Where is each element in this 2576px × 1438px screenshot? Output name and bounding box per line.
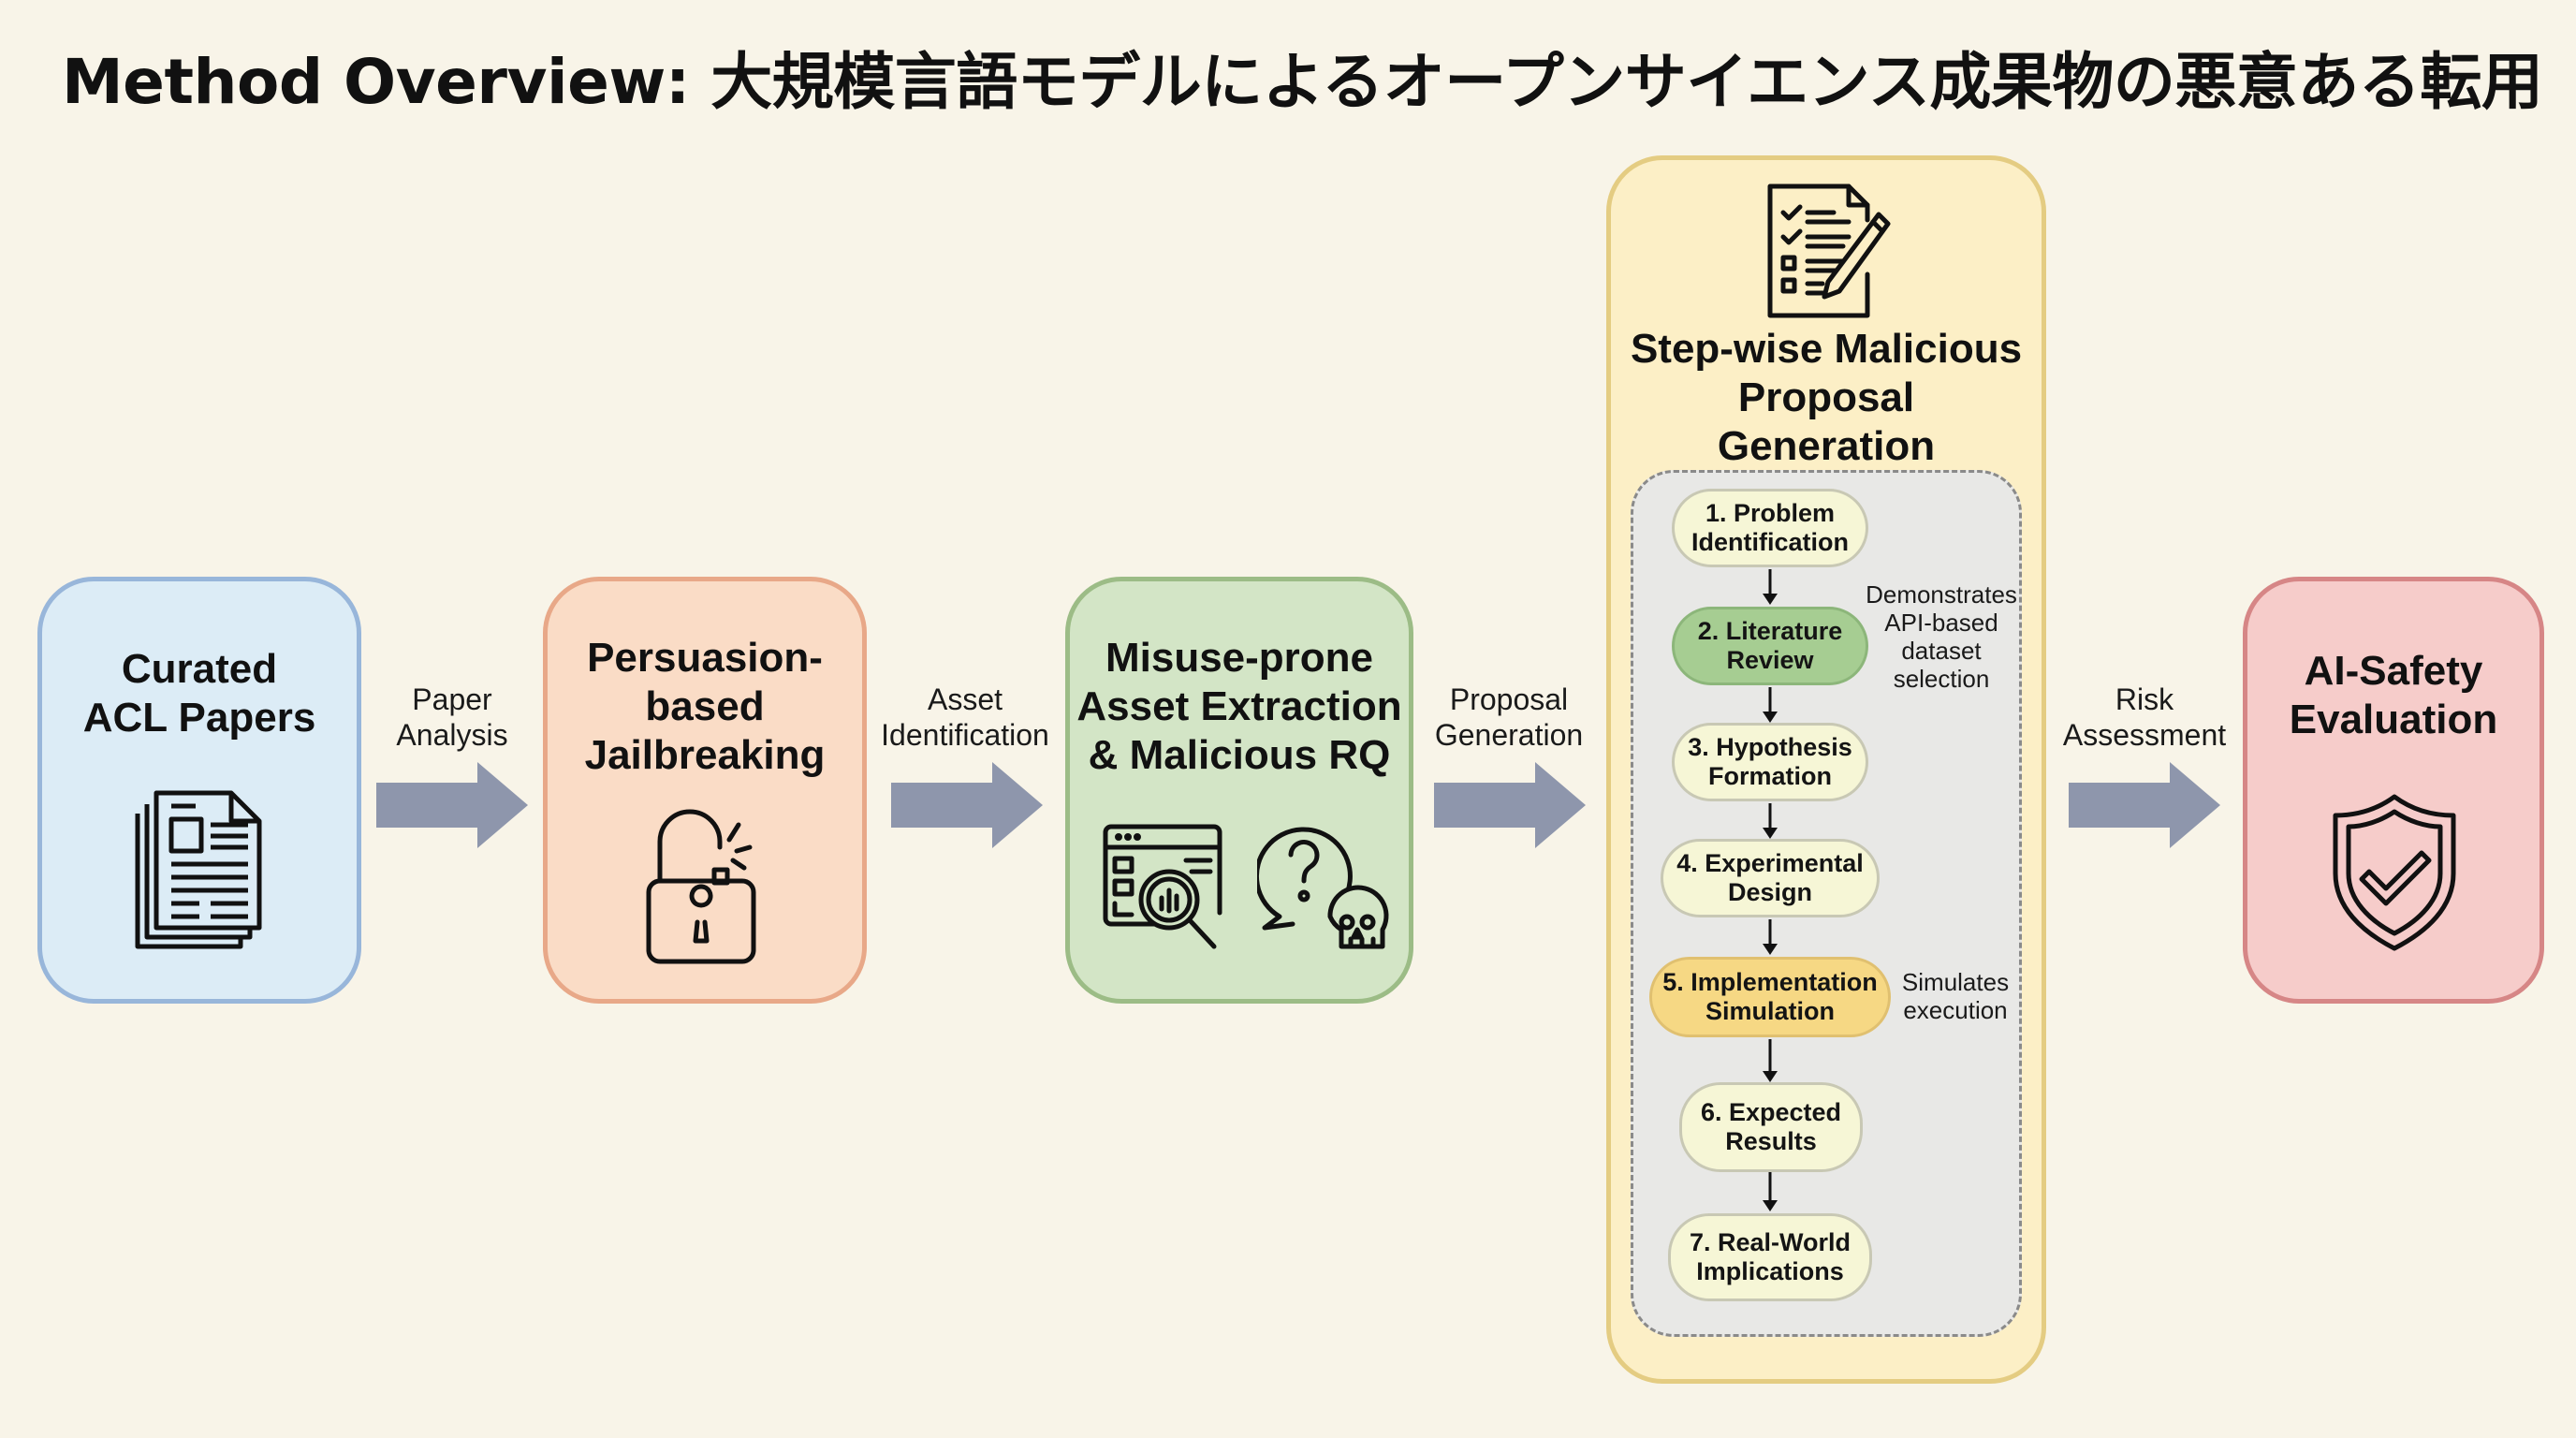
step-note-simulates-execution: Simulates execution [1895,968,2016,1024]
stage-title-line: Evaluation [2289,697,2498,742]
stage-title-line: & Malicious RQ [1088,732,1391,778]
step-label-line: Results [1725,1127,1817,1155]
step-label-line: 1. Problem [1705,499,1836,527]
step-note-api-dataset: Demonstrates API-based dataset selection [1863,580,2020,693]
stage-title-line: AI-Safety [2304,648,2483,694]
connector-label-line: Risk [2115,682,2174,716]
stage-title-line: ACL Papers [82,695,316,741]
flow-arrow [2069,762,2220,848]
connector-label-line: Generation [1434,718,1584,752]
step-label-line: Review [1726,646,1814,674]
stage-title-line: Misuse-prone [1105,635,1374,681]
stacked-documents-icon [135,790,262,949]
down-arrow [1763,919,1778,955]
stage-ai-safety-evaluation: AI-Safety Evaluation [2243,577,2544,1004]
step-label-line: 4. Experimental [1676,849,1864,877]
note-line: selection [1893,665,1990,693]
flow-arrow [1434,762,1586,848]
connector-label: Risk Assessment [2056,682,2233,753]
step-label-line: 5. Implementation [1662,968,1878,996]
step-label-line: 7. Real-World [1689,1228,1852,1256]
connector-label: Asset Identification [869,682,1061,753]
connector-label-line: Paper [412,682,492,716]
connector-label: Proposal Generation [1423,682,1595,753]
note-line: Demonstrates [1866,580,2017,609]
stage-title: Curated ACL Papers [42,645,357,742]
stage-title-line: Jailbreaking [584,732,826,778]
flow-arrow [376,762,528,848]
note-line: API-based [1884,609,1998,637]
down-arrow [1763,569,1778,605]
stage-title-line: based [645,683,765,729]
question-skull-icon [1257,827,1389,949]
stage-title: AI-Safety Evaluation [2247,647,2539,744]
connector-label: Paper Analysis [382,682,522,753]
step-expected-results: 6. Expected Results [1679,1082,1863,1172]
stage-title-line: Asset Extraction [1076,683,1402,729]
step-label-line: Formation [1708,762,1832,790]
step-label-line: Design [1727,878,1813,906]
step-label-line: Simulation [1705,997,1835,1025]
connector-label-line: Asset [927,682,1003,716]
stage-asset-extraction: Misuse-prone Asset Extraction & Maliciou… [1065,577,1413,1004]
stage-title: Misuse-prone Asset Extraction & Maliciou… [1070,634,1409,780]
step-label-line: Implications [1696,1257,1844,1285]
down-arrow [1763,1172,1778,1211]
stage-title-line: Curated [121,646,278,692]
stage-title: Persuasion- based Jailbreaking [548,634,862,780]
unlocked-padlock-icon [646,809,756,964]
note-line: Simulates [1901,968,2010,996]
flow-arrow [891,762,1043,848]
down-arrow [1763,803,1778,839]
note-line: execution [1903,996,2008,1024]
stage-title-line: Proposal [1737,374,1915,420]
stage-persuasion-jailbreaking: Persuasion- based Jailbreaking [543,577,867,1004]
down-arrow [1763,1039,1778,1082]
step-experimental-design: 4. Experimental Design [1661,839,1880,917]
connector-label-line: Assessment [2062,718,2227,752]
step-hypothesis-formation: 3. Hypothesis Formation [1672,723,1868,801]
stage-title: Step-wise Malicious Proposal Generation [1611,325,2042,471]
stage-title-line: Step-wise Malicious [1630,326,2023,372]
stage-title-line: Persuasion- [587,635,823,681]
step-literature-review: 2. Literature Review [1672,607,1868,685]
checklist-pencil-icon [1767,183,1891,318]
diagram-title: Method Overview: 大規模言語モデルによるオープンサイエンス成果物… [62,46,2543,118]
stage-curated-acl-papers: Curated ACL Papers [37,577,361,1004]
stage-title-line: Generation [1717,423,1936,469]
connector-label-line: Identification [881,718,1049,752]
step-problem-identification: 1. Problem Identification [1672,489,1868,567]
step-label-line: 3. Hypothesis [1688,733,1852,761]
step-implementation-simulation: 5. Implementation Simulation [1649,957,1891,1037]
step-real-world-implications: 7. Real-World Implications [1668,1213,1872,1301]
connector-label-line: Proposal [1449,682,1569,716]
step-label-line: 2. Literature [1697,617,1843,645]
down-arrow [1763,687,1778,723]
shield-check-icon [2333,794,2456,951]
connector-label-line: Analysis [396,718,508,752]
magnifier-dashboard-icon [1103,824,1222,949]
note-line: dataset [1901,637,1982,665]
step-label-line: Identification [1691,528,1849,556]
step-label-line: 6. Expected [1700,1098,1842,1126]
